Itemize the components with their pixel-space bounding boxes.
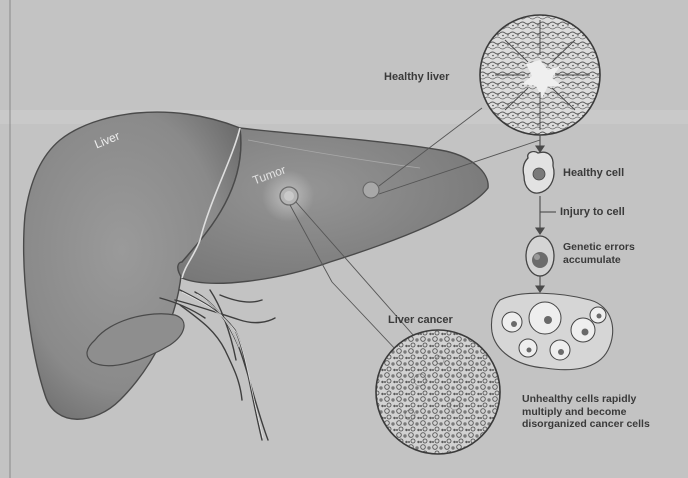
liver-cancer-label: Liver cancer xyxy=(388,314,453,327)
healthy-cell-label: Healthy cell xyxy=(563,167,624,180)
healthy-liver-label: Healthy liver xyxy=(384,71,449,84)
damaged-cell xyxy=(526,236,554,276)
genetic-errors-label: Genetic errors accumulate xyxy=(563,241,635,266)
healthy-tissue-marker xyxy=(363,182,379,198)
liver-cancer-circle xyxy=(376,330,500,454)
unhealthy-cells-label: Unhealthy cells rapidly multiply and bec… xyxy=(522,393,650,431)
healthy-cell xyxy=(523,152,554,193)
injury-to-cell-label: Injury to cell xyxy=(560,206,625,219)
healthy-liver-circle xyxy=(480,15,600,135)
